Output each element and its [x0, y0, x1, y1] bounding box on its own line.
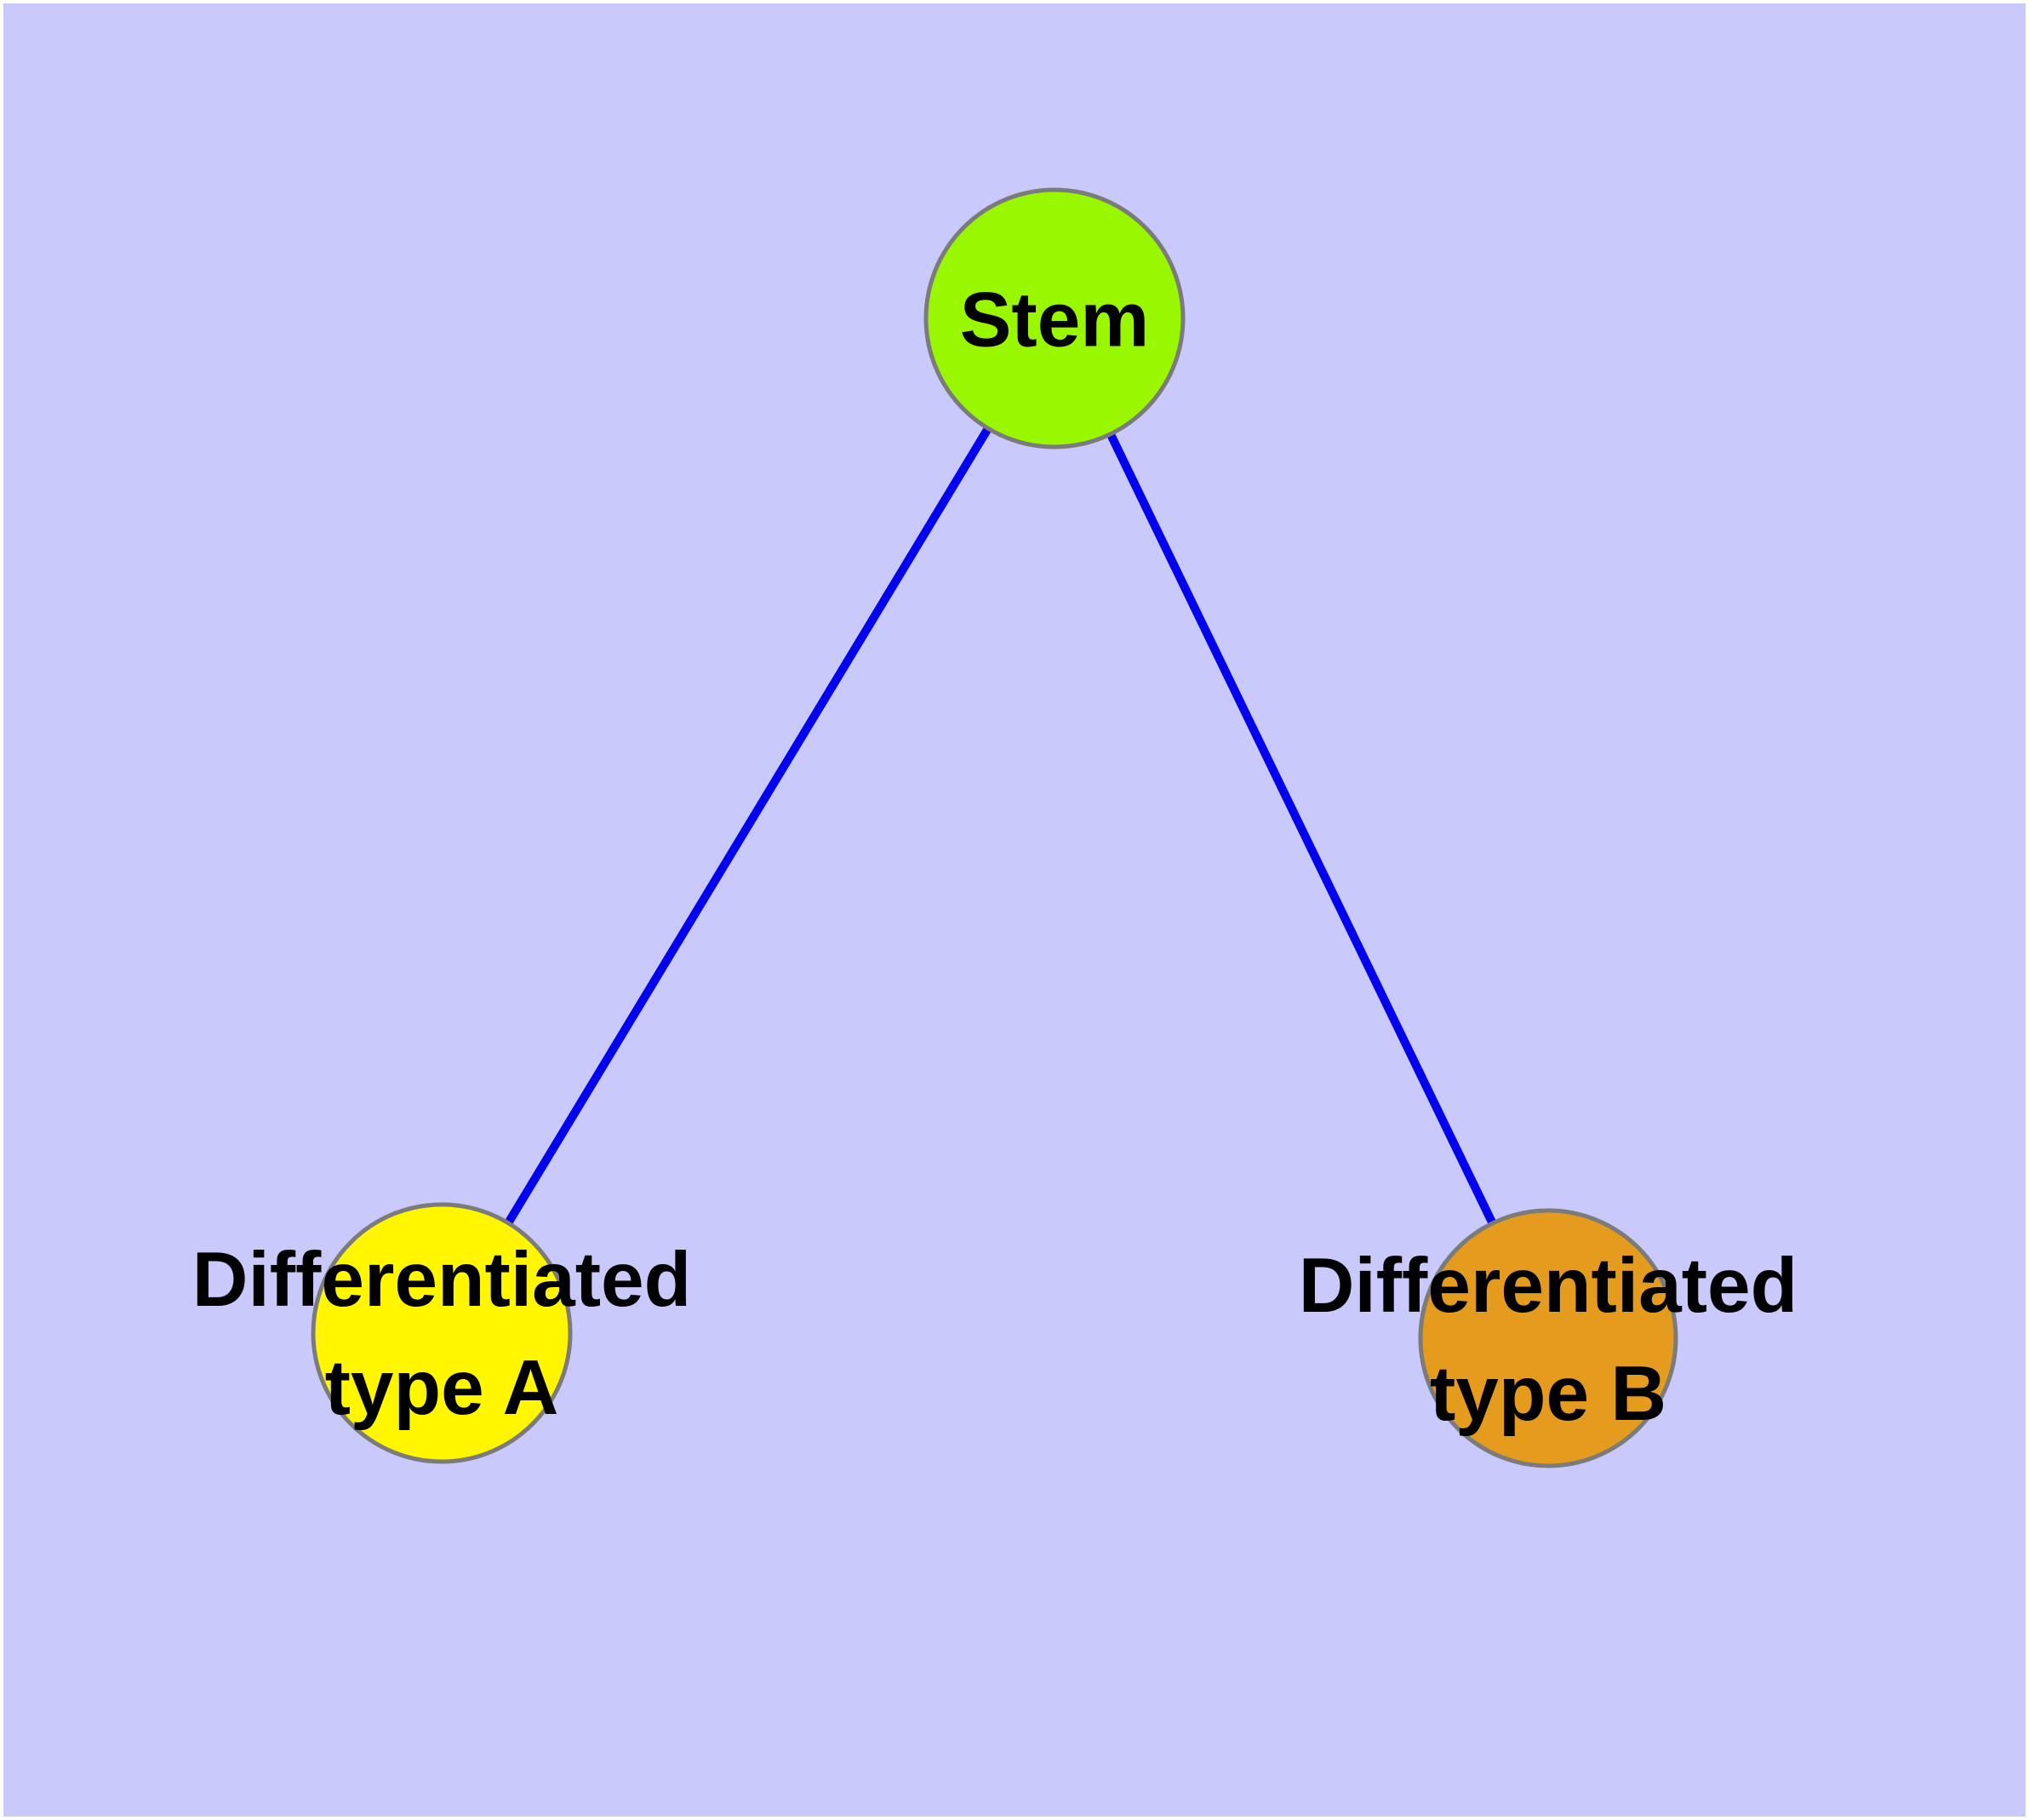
node-label-differentiated-type-a: Differentiated type A [191, 1237, 692, 1431]
node-differentiated-type-b [1418, 1208, 1678, 1468]
node-label-differentiated-type-b: Differentiated type B [1298, 1243, 1798, 1437]
node-differentiated-type-a [311, 1202, 573, 1464]
node-label-stem: Stem [959, 277, 1150, 363]
edge-stem-to-type-a [437, 316, 1059, 1336]
node-stem [923, 187, 1186, 449]
edge-stem-to-type-b [1050, 316, 1552, 1341]
